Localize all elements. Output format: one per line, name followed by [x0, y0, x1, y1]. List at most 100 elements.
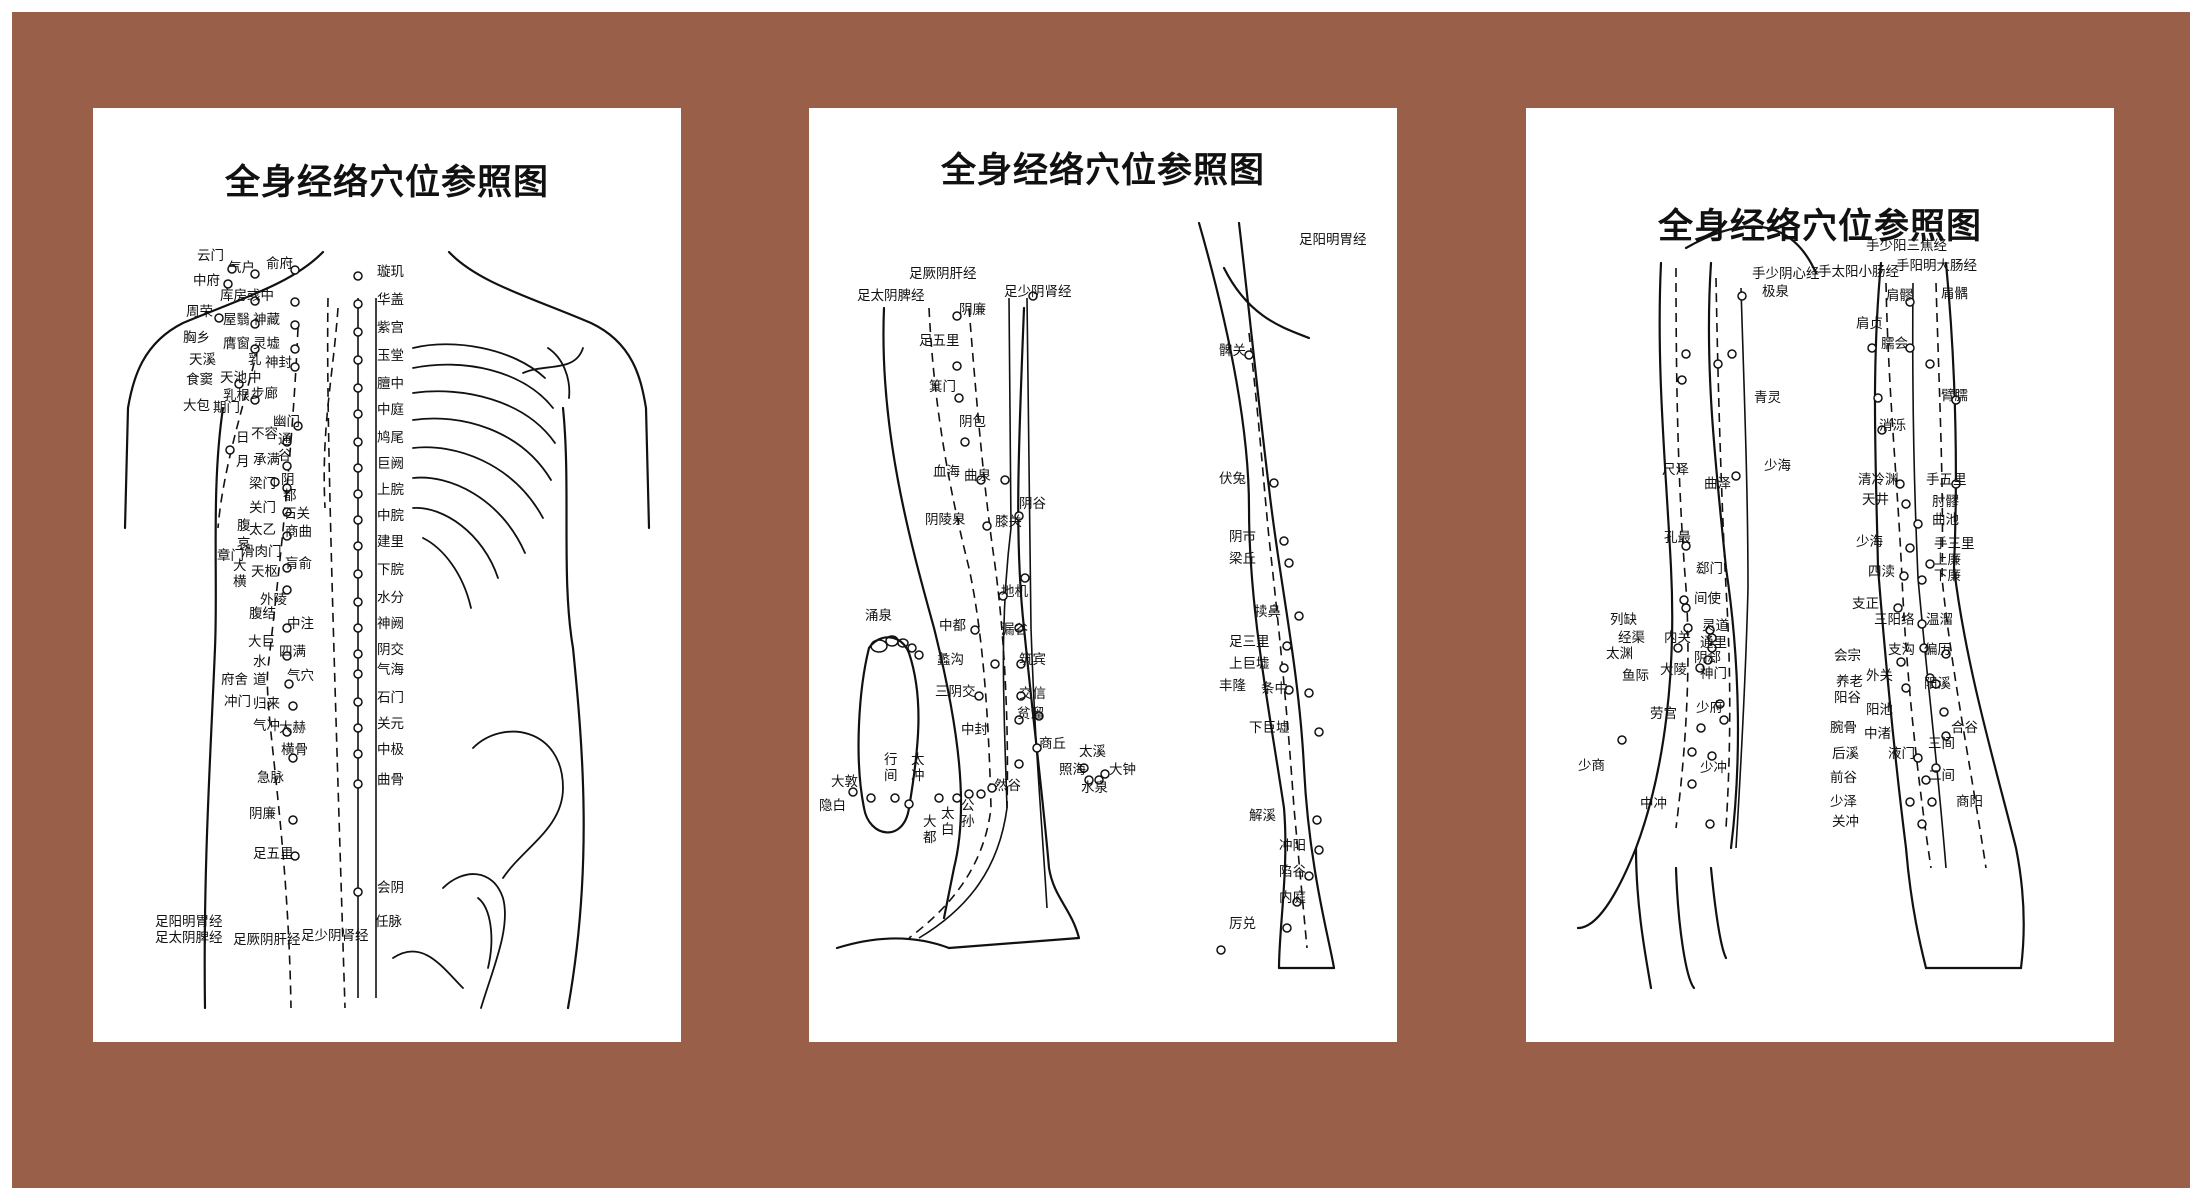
acupoint-marker	[1707, 643, 1717, 653]
acupoint-marker	[1927, 797, 1937, 807]
acupoint-label: 贫溜	[1017, 706, 1044, 722]
acupoint-label: 手阳明大肠经	[1896, 258, 1977, 274]
acupoint-marker	[1951, 395, 1961, 405]
acupoint-marker	[964, 789, 974, 799]
acupoint-marker	[270, 477, 280, 487]
acupoint-label: 阴市	[1229, 528, 1256, 545]
acupoint-marker	[904, 799, 914, 809]
acupoint-label: 肓俞	[285, 555, 312, 572]
acupoint-label: 气户	[228, 259, 255, 276]
acupoint-label: 天井	[1862, 492, 1889, 508]
acupoint-label: 腕骨	[1830, 720, 1857, 736]
acupoint-label: 华盖	[377, 292, 404, 308]
acupoint-marker	[282, 461, 292, 471]
acupoint-label: 神藏	[253, 312, 280, 328]
acupoint-label: 商丘	[1039, 736, 1066, 752]
acupoint-label: 太	[911, 752, 925, 768]
acupoint-label: 横	[233, 574, 247, 590]
acupoint-marker	[960, 437, 970, 447]
acupoint-marker	[1905, 343, 1915, 353]
acupoint-marker	[250, 319, 260, 329]
acupoint-label: 手太阳小肠经	[1818, 264, 1899, 280]
acupoint-label: 照海	[1059, 762, 1086, 778]
acupoint-label: 四满	[279, 644, 306, 660]
acupoint-label: 后溪	[1832, 746, 1860, 762]
acupoint-label: 任脉	[375, 914, 402, 930]
acupoint-marker	[290, 344, 300, 354]
acupoint-label: 足太阴脾经	[155, 930, 223, 946]
acupoint-label: 曲泉	[964, 467, 992, 484]
acupoint-label: 温溜	[1926, 612, 1953, 628]
acupoint-label: 肩贞	[1856, 316, 1883, 332]
acupoint-label: 涌泉	[865, 607, 893, 624]
acupoint-marker	[1921, 775, 1931, 785]
acupoint-marker	[1731, 471, 1741, 481]
acupoint-marker	[1703, 655, 1713, 665]
acupoint-label: 青灵	[1754, 390, 1782, 406]
acupoint-label: 幽门	[273, 414, 300, 430]
acupoint-marker	[1931, 679, 1941, 689]
acupoint-marker	[1292, 897, 1302, 907]
acupoint-label: 石关	[283, 506, 310, 522]
acupoint-label: 阳谷	[1834, 690, 1862, 706]
acupoint-marker	[1873, 393, 1883, 403]
acupoint-marker	[1707, 751, 1717, 761]
acupoint-marker	[1681, 541, 1691, 551]
acupoint-marker	[1014, 715, 1024, 725]
acupoint-marker	[1016, 691, 1026, 701]
acupoint-marker	[1028, 291, 1038, 301]
arms-diagram: 手少阳三焦经手阳明大肠经手太阳小肠经手少阴心经极泉肩髎肩髃肩贞臑会青灵臂臑消泺少…	[1576, 225, 2025, 990]
acupoint-label: 偏历	[1924, 642, 1951, 658]
acupoint-label: 中府	[193, 273, 220, 289]
acupoint-marker	[353, 437, 363, 447]
acupoint-label: 天枢	[251, 564, 278, 580]
acupoint-label: 道	[253, 672, 267, 688]
acupoint-marker	[1727, 349, 1737, 359]
acupoint-marker	[282, 507, 292, 517]
acupoint-label: 阴交	[377, 641, 404, 658]
acupoint-label: 内关	[1664, 630, 1691, 646]
acupoint-marker	[353, 623, 363, 633]
acupoint-marker	[976, 789, 986, 799]
acupoint-label: 大	[923, 814, 937, 830]
acupoint-label: 谷	[278, 448, 292, 464]
acupoint-marker	[250, 269, 260, 279]
acupoint-marker	[1679, 595, 1689, 605]
acupoint-label: 膝关	[995, 514, 1022, 530]
acupoint-marker	[1681, 349, 1691, 359]
acupoint-marker	[288, 815, 298, 825]
acupoint-marker	[952, 311, 962, 321]
acupoint-label: 周荣	[186, 304, 213, 320]
acupoint-marker	[1901, 499, 1911, 509]
acupoint-label: 然谷	[994, 777, 1022, 794]
acupoint-label: 府舍	[221, 672, 248, 688]
acupoint-label: 天池	[220, 370, 247, 386]
acupoint-label: 上巨墟	[1229, 656, 1270, 672]
acupoint-label: 手少阴心经	[1752, 266, 1820, 282]
acupoint-label: 劳宫	[1650, 706, 1677, 722]
acupoint-label: 外关	[1866, 668, 1893, 684]
acupoint-label: 曲泽	[1704, 476, 1731, 492]
acupoint-marker	[290, 297, 300, 307]
acupoint-label: 关门	[249, 500, 276, 516]
acupoint-marker	[353, 299, 363, 309]
acupoint-label: 阴	[281, 472, 295, 488]
acupoint-marker	[288, 701, 298, 711]
acupoint-label: 云门	[197, 248, 224, 264]
acupoint-marker	[1695, 663, 1705, 673]
acupoint-marker	[1014, 623, 1024, 633]
acupoint-label: 关冲	[1832, 814, 1859, 830]
acupoint-label: 足阳明胃经	[1299, 232, 1367, 248]
acupoint-marker	[353, 383, 363, 393]
acupoint-label: 膻中	[377, 376, 404, 392]
acupoint-marker	[1905, 797, 1915, 807]
acupoint-label: 阴郄	[1694, 650, 1721, 666]
acupoint-label: 下廉	[1934, 567, 1961, 584]
acupoint-label: 列缺	[1610, 612, 1638, 628]
acupoint-label: 不容	[251, 425, 278, 442]
acupoint-label: 璇玑	[377, 264, 404, 280]
acupoint-marker	[214, 313, 224, 323]
acupoint-label: 中极	[377, 742, 404, 758]
acupoint-label: 大赫	[279, 720, 306, 736]
acupoint-label: 厉兑	[1229, 916, 1256, 932]
